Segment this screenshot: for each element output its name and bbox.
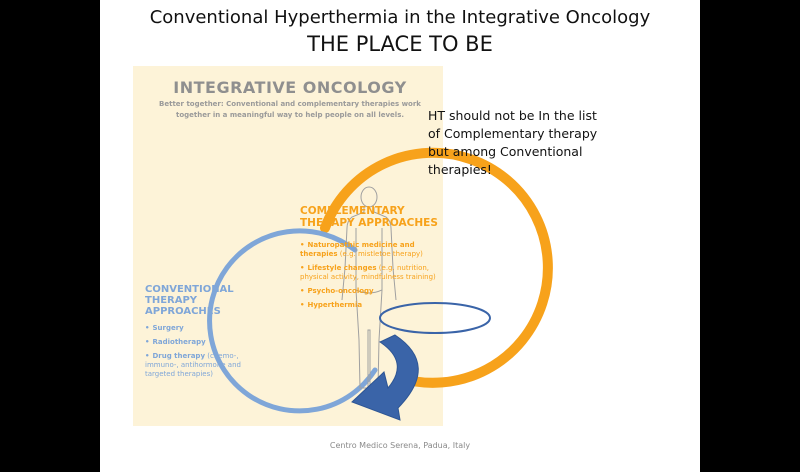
list-item: •Lifestyle changes (e.g. nutrition, phys… bbox=[300, 264, 436, 281]
move-arrow-icon bbox=[351, 334, 419, 421]
conventional-title: CONVENTIONAL THERAPY APPROACHES bbox=[145, 284, 234, 317]
slide-title: Conventional Hyperthermia in the Integra… bbox=[149, 7, 651, 28]
slide-footer: Centro Medico Serena, Padua, Italy bbox=[329, 441, 471, 450]
slide-content: Conventional Hyperthermia in the Integra… bbox=[100, 0, 700, 472]
complementary-title: COMPLEMENTARY THERAPY APPROACHES bbox=[300, 205, 438, 229]
list-item: •Psycho-oncology bbox=[300, 287, 374, 295]
list-item: •Drug therapy (chemo-, immuno-, antihorm… bbox=[145, 352, 241, 378]
conventional-circle-arc bbox=[207, 228, 378, 414]
hyperthermia-highlight-ellipse bbox=[379, 302, 491, 334]
slide-subtitle: THE PLACE TO BE bbox=[307, 32, 493, 56]
diagram-heading: INTEGRATIVE ONCOLOGY bbox=[173, 78, 407, 97]
list-item: •Hyperthermia bbox=[300, 301, 363, 309]
complementary-circle-arc bbox=[320, 147, 553, 388]
conventional-list: •Surgery •Radiotherapy •Drug therapy (ch… bbox=[145, 324, 265, 384]
human-figure-icon bbox=[341, 186, 397, 389]
annotation-note: HT should not be In the list of Compleme… bbox=[428, 108, 598, 177]
list-item: •Surgery bbox=[145, 324, 184, 332]
complementary-list: •Naturopathic medicine and therapies (e.… bbox=[300, 241, 450, 315]
diagram-background bbox=[133, 66, 443, 426]
list-item: •Radiotherapy bbox=[145, 338, 206, 346]
list-item: •Naturopathic medicine and therapies (e.… bbox=[300, 241, 423, 258]
diagram-subheading: Better together: Conventional and comple… bbox=[159, 100, 421, 119]
